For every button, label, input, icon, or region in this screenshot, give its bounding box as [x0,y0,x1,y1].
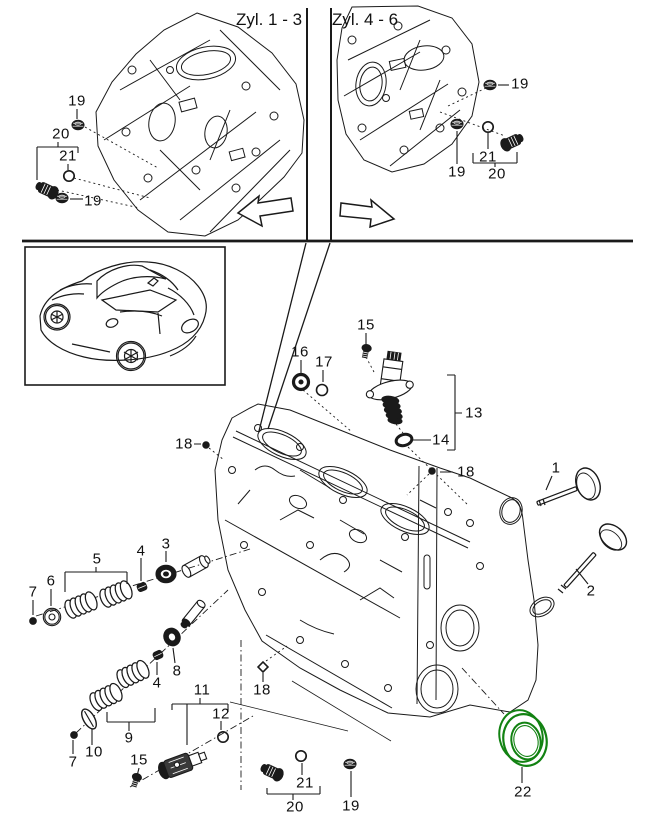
part-callout-7[interactable]: 7 [28,583,38,601]
part-callout-12[interactable]: 12 [212,705,230,723]
part-callout-3[interactable]: 3 [161,535,171,553]
part-callout-9[interactable]: 9 [124,729,134,747]
part-callout-17[interactable]: 17 [315,353,333,371]
part-callout-11[interactable]: 11 [193,681,211,699]
part-callout-15[interactable]: 15 [357,316,375,334]
sealing-ring-17 [315,383,329,397]
engine-view-zyl-1-3 [95,12,305,237]
part-callout-21[interactable]: 21 [479,148,497,166]
car-thumbnail [39,261,207,372]
intake-valve-1 [536,467,601,507]
panel-left-parts [33,109,294,228]
part-callout-20[interactable]: 20 [488,165,506,183]
part-callout-18[interactable]: 18 [457,463,475,481]
part-callout-19[interactable]: 19 [84,192,102,210]
part-callout-2[interactable]: 2 [586,582,596,600]
ball-7 [29,617,37,625]
valve-seal-ring [529,596,555,618]
direction-arrow-right[interactable] [339,198,396,229]
valves [536,467,628,594]
part-callout-20[interactable]: 20 [286,798,304,816]
valve-stem-seal-8 [163,627,181,647]
exhaust-valve-2 [557,523,628,594]
part-callout-15[interactable]: 15 [130,751,148,769]
part-callout-22[interactable]: 22 [514,783,532,801]
crankshaft-seal-22-highlighted [498,709,548,767]
oil-solenoid-11 [158,751,208,780]
part-callout-7[interactable]: 7 [68,753,78,771]
callout-leaders [32,333,589,800]
part-callout-18[interactable]: 18 [253,681,271,699]
part-callout-18[interactable]: 18 [175,435,193,453]
car-thumbnail-box [24,246,226,386]
panel-title-zyl-1-3: Zyl. 1 - 3 [235,10,303,29]
ball-18 [202,441,210,449]
headlight [181,318,199,334]
spring-retainer-3 [155,564,177,584]
side-intake [105,318,119,328]
valve-keeper-4 [136,581,148,593]
port-gasket [499,497,523,525]
o-ring-14 [394,432,414,448]
front-wheel [115,340,147,372]
spring-seat-6 [42,607,62,627]
page-rules [22,8,633,432]
part-callout-5[interactable]: 5 [92,550,102,568]
plug-18 [256,660,270,674]
cylinder-head-drawing [214,403,555,718]
part-callout-6[interactable]: 6 [46,572,56,590]
part-callout-1[interactable]: 1 [551,459,561,477]
part-callout-4[interactable]: 4 [152,674,162,692]
valve-keeper-4 [152,649,164,661]
valve-train-parts [29,555,211,739]
part-callout-20[interactable]: 20 [52,125,70,143]
part-callout-10[interactable]: 10 [85,743,103,761]
plug-16 [291,372,311,392]
part-callout-19[interactable]: 19 [342,797,360,815]
ball-18 [428,467,436,475]
valve-guide [180,599,206,629]
panel-right-parts [339,79,526,229]
part-callout-19[interactable]: 19 [68,92,86,110]
part-callout-21[interactable]: 21 [296,774,314,792]
camshaft-solenoid-13 [365,350,414,425]
part-callout-16[interactable]: 16 [291,343,309,361]
part-callout-19[interactable]: 19 [448,163,466,181]
hardware-parts [129,343,436,789]
rear-wheel [43,303,71,331]
panel-title-zyl-4-6: Zyl. 4 - 6 [331,10,399,29]
part-callout-14[interactable]: 14 [432,431,450,449]
seal-10 [81,708,97,730]
part-callout-13[interactable]: 13 [465,404,483,422]
direction-arrow-left[interactable] [236,194,294,228]
o-ring-12 [217,730,230,743]
part-callout-4[interactable]: 4 [136,542,146,560]
part-callout-8[interactable]: 8 [172,662,182,680]
part-callout-21[interactable]: 21 [59,147,77,165]
cam-follower [181,555,211,578]
part-callout-19[interactable]: 19 [511,75,529,93]
engine-view-zyl-4-6 [336,5,480,173]
ball-7 [70,731,78,739]
